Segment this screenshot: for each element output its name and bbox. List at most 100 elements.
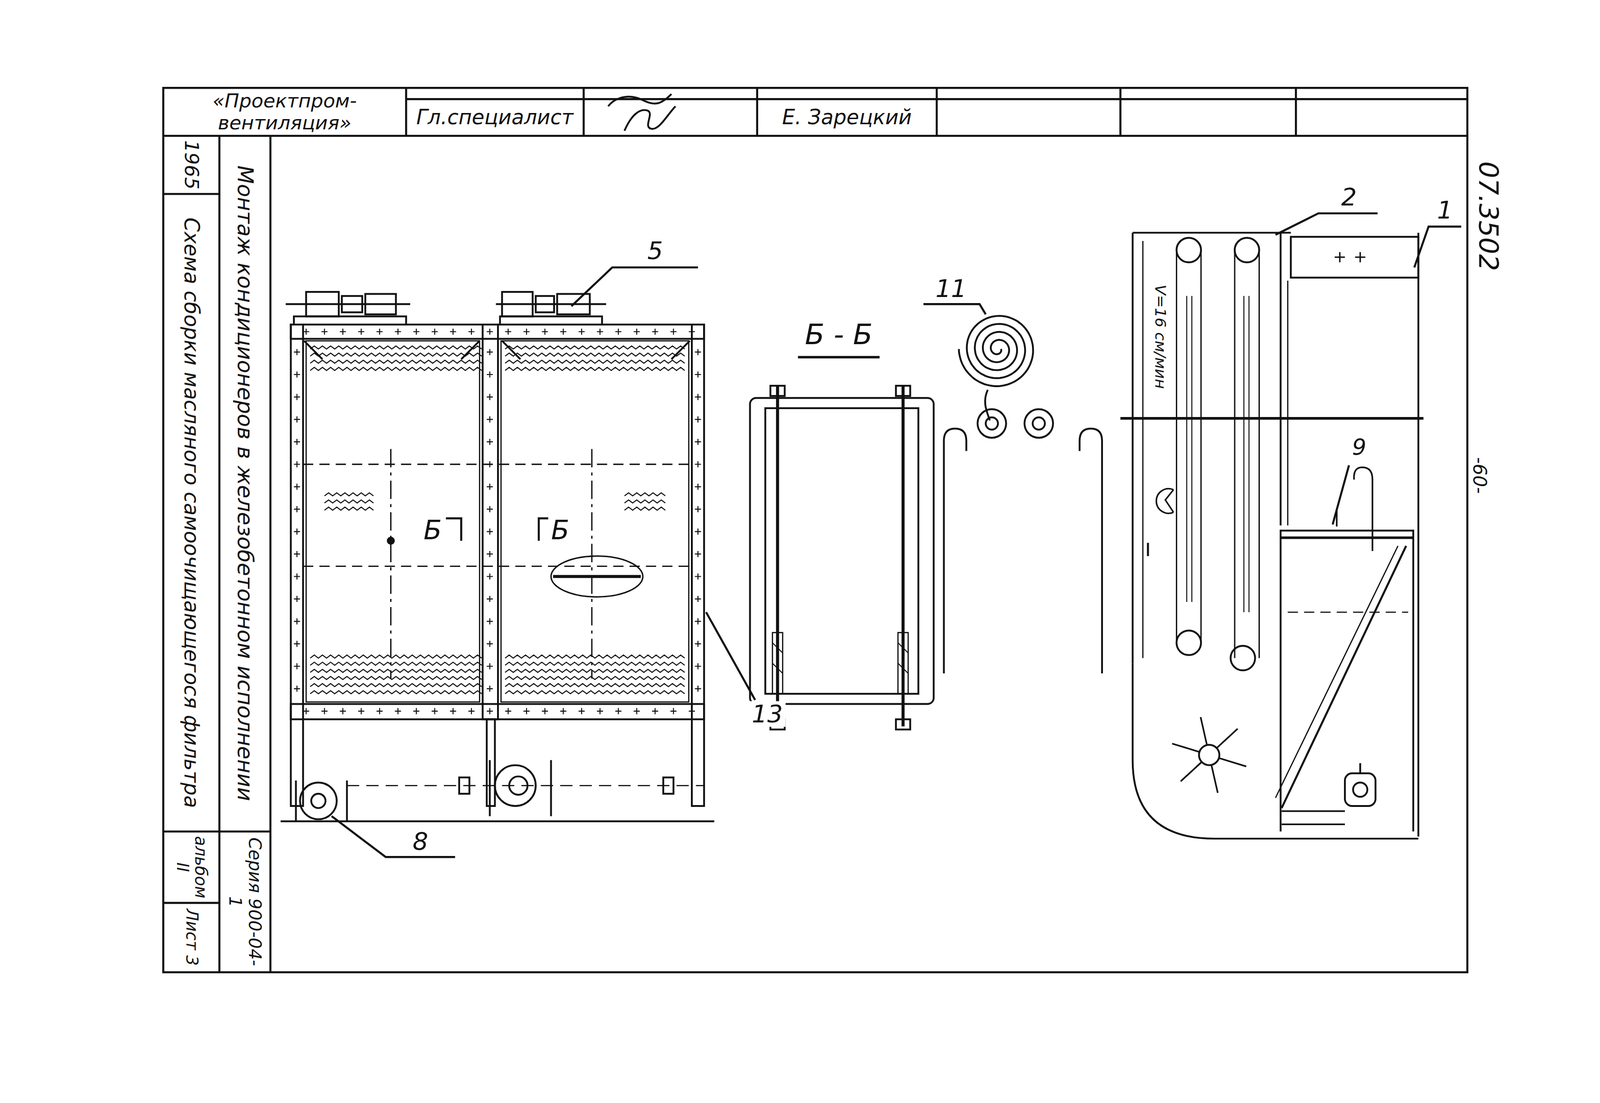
front-view — [553, 575, 641, 579]
rivet-mark — [413, 708, 420, 715]
drawing-frame — [218, 135, 221, 973]
stamp-cell: «Проектпром- вентиляция» — [163, 87, 406, 136]
side-section — [1281, 546, 1406, 809]
callout-number: 11 — [932, 276, 970, 302]
rivet-mark — [695, 439, 702, 446]
rivet-mark — [486, 348, 493, 356]
front-view — [347, 785, 705, 787]
side-section — [1234, 250, 1236, 659]
front-view — [294, 780, 297, 822]
mesh-hatch — [310, 367, 482, 371]
rivet-mark — [541, 328, 548, 335]
rivet-mark — [695, 618, 702, 625]
side-section — [1280, 536, 1414, 540]
rivet-mark — [293, 551, 300, 558]
mesh-hatch — [504, 353, 685, 357]
drawing-frame — [163, 87, 1468, 973]
rivet-mark — [413, 328, 420, 335]
section-b-b — [797, 355, 880, 359]
side-section — [1234, 237, 1259, 263]
rivet-mark — [670, 328, 677, 335]
rivet-mark — [523, 708, 530, 715]
rivet-mark — [293, 483, 300, 491]
rivet-mark — [449, 708, 456, 715]
rivet-mark — [468, 708, 475, 715]
drawing-frame — [1294, 87, 1297, 136]
rivet-mark — [339, 708, 346, 715]
side-section — [1353, 467, 1373, 552]
rivet-mark — [695, 416, 702, 423]
side-section — [1176, 630, 1202, 655]
side-section — [1334, 252, 1366, 263]
drawing-frame — [935, 87, 938, 136]
mesh-roll — [985, 390, 990, 421]
leader-lines — [571, 267, 698, 307]
rivet-mark — [293, 506, 300, 513]
leader-lines — [1414, 226, 1461, 268]
rivet-mark — [695, 551, 702, 558]
signature — [608, 93, 672, 107]
rivet-mark — [504, 708, 512, 715]
mesh-roll — [985, 417, 998, 430]
cell-content: Гл.специалист — [411, 106, 579, 129]
signature — [608, 93, 676, 131]
stamp-text: Схема сборки масляного самоочищающегося … — [179, 198, 203, 828]
drawing-frame — [163, 135, 1468, 137]
cell-content: 1965 — [180, 139, 202, 190]
rivet-mark — [293, 618, 300, 625]
side-section — [1172, 717, 1247, 794]
callout-number: 8 — [409, 829, 431, 855]
leader-lines — [331, 213, 1462, 858]
side-section — [1279, 232, 1282, 526]
side-section — [1175, 250, 1178, 644]
front-view — [691, 324, 704, 807]
mesh-roll — [959, 315, 1034, 386]
stamp-text: 1965 — [180, 139, 202, 190]
front-view — [671, 341, 690, 360]
front-view — [291, 324, 304, 807]
section-b-b — [772, 663, 783, 674]
section-mark: Б — [420, 516, 445, 545]
section-b-b — [749, 357, 934, 730]
cell-content: Лист 3 — [182, 907, 201, 969]
front-view — [551, 556, 644, 598]
rivet-mark — [293, 439, 300, 446]
drawing-frame — [582, 87, 585, 136]
mesh-roll — [943, 428, 967, 674]
drawing-frame — [1119, 87, 1122, 136]
mesh-hatch — [504, 683, 685, 688]
side-section — [1275, 546, 1398, 799]
mesh-roll — [1079, 428, 1103, 674]
rivet-mark — [486, 394, 493, 401]
stamp-text: Гл.специалист — [411, 106, 579, 129]
rivet-mark — [303, 328, 310, 335]
rivet-mark — [449, 328, 456, 335]
section-b-b — [897, 663, 909, 674]
stamp-cell: 1965 — [163, 135, 220, 195]
rivet-mark — [486, 506, 493, 513]
drawing-frame — [163, 192, 220, 195]
stamp-cell: Лист 3 — [163, 903, 220, 973]
rivet-mark — [358, 708, 365, 715]
front-view — [538, 518, 549, 541]
mesh-hatch — [504, 690, 685, 695]
front-view — [280, 820, 715, 823]
mesh-hatch — [504, 669, 685, 673]
front-view — [446, 518, 462, 541]
rivet-mark — [695, 528, 702, 535]
mesh-hatch — [504, 360, 685, 364]
front-view — [461, 341, 480, 360]
rivet-mark — [486, 708, 493, 715]
drawing-frame — [163, 830, 271, 833]
side-section — [1132, 663, 1419, 840]
cell-content: Монтаж кондиционеров в железобетонном ис… — [233, 139, 257, 828]
side-section — [1258, 250, 1260, 659]
section-b-b — [897, 642, 909, 654]
side-section — [1191, 296, 1193, 603]
drawing-frame — [269, 135, 272, 973]
rivet-mark — [293, 371, 300, 378]
rivet-mark — [293, 685, 300, 692]
rivet-mark — [293, 573, 300, 580]
mesh-hatch — [624, 507, 666, 511]
